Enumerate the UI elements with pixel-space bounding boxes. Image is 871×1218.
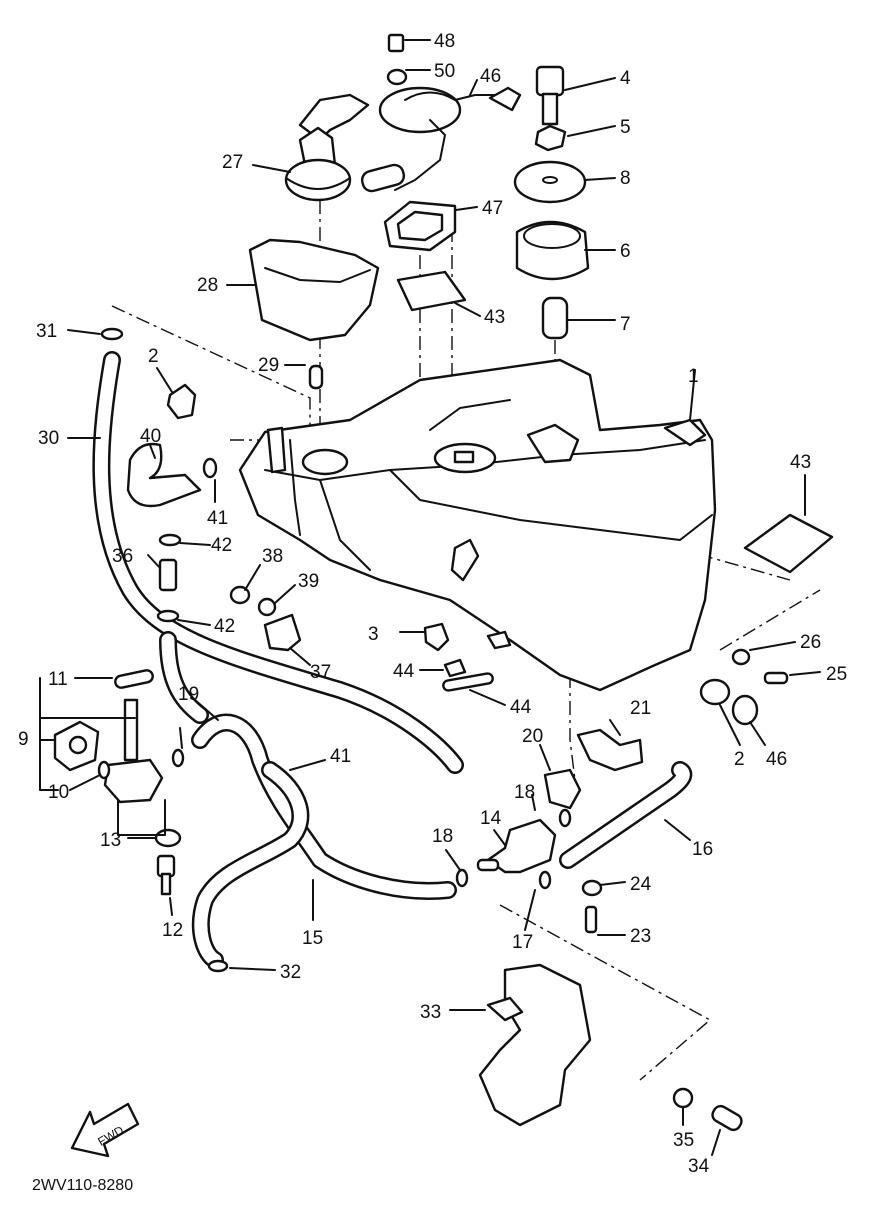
callout-6: 6 xyxy=(620,241,631,262)
callout-16: 16 xyxy=(692,839,713,860)
callout-32: 33 xyxy=(420,1002,441,1023)
forward-arrow-icon: FWD xyxy=(70,1102,140,1158)
callout-5: 5 xyxy=(620,117,631,138)
callout-33: 34 xyxy=(688,1156,710,1177)
callout-7: 7 xyxy=(620,314,631,335)
callout-50: 50 xyxy=(434,61,455,82)
callout-41-lower: 42 xyxy=(211,535,232,556)
callout-8: 8 xyxy=(620,168,631,189)
callout-35: 36 xyxy=(112,546,133,567)
fuel-petcock xyxy=(53,669,182,896)
callout-2-right: 2 xyxy=(734,749,745,770)
callout-49: 48 xyxy=(434,31,455,52)
fuel-pump xyxy=(478,963,743,1132)
callout-39: 40 xyxy=(140,426,161,447)
leader-lines xyxy=(39,39,821,1156)
callout-22: 23 xyxy=(630,926,651,947)
callout-10: 10 xyxy=(48,782,69,803)
seat-bracket xyxy=(248,238,380,390)
callout-29: 30 xyxy=(38,428,59,449)
callout-18-left: 18 xyxy=(432,826,453,847)
callout-13: 13 xyxy=(100,830,121,851)
callout-43-top: 43 xyxy=(484,307,505,328)
alignment-lines xyxy=(111,200,821,1081)
tank-mount-cushions xyxy=(513,65,590,340)
callout-31: 32 xyxy=(280,962,301,983)
callout-37: 38 xyxy=(262,546,283,567)
fuel-tank-body xyxy=(238,358,717,692)
fuel-pump-bracket xyxy=(360,86,522,193)
callout-21: 21 xyxy=(630,698,651,719)
callout-18-right: 18 xyxy=(514,782,535,803)
callout-3: 3 xyxy=(368,624,379,645)
callout-25: 26 xyxy=(800,632,821,653)
callout-labels: 48 50 46 4 5 8 47 6 43 7 27 28 29 31 2 1… xyxy=(18,31,847,1177)
callout-19: 19 xyxy=(178,684,199,705)
callout-11: 11 xyxy=(48,669,68,690)
callout-42-label: 42 xyxy=(214,616,235,637)
callout-24: 25 xyxy=(826,664,847,685)
drawing-code: 2WV110-8280 xyxy=(32,1177,133,1194)
callout-40: 41 xyxy=(330,746,351,767)
callout-12: 12 xyxy=(162,920,183,941)
fuel-cap-assembly xyxy=(284,33,408,202)
callout-45: 44 xyxy=(393,661,415,682)
callout-47: 46 xyxy=(480,66,501,87)
callout-36: 37 xyxy=(310,662,331,683)
hoses xyxy=(92,351,693,969)
callout-44-label: 44 xyxy=(510,697,532,718)
callout-23: 24 xyxy=(630,874,652,895)
callout-41-upper: 41 xyxy=(207,508,228,529)
callout-26: 27 xyxy=(222,152,243,173)
callout-30: 31 xyxy=(36,321,57,342)
callout-14: 14 xyxy=(480,808,502,829)
callout-15: 15 xyxy=(302,928,323,949)
callout-2-top: 2 xyxy=(148,346,159,367)
callout-1: 1 xyxy=(688,366,699,387)
callout-20: 20 xyxy=(522,726,543,747)
callout-4: 4 xyxy=(620,68,631,89)
callout-46-label: 46 xyxy=(766,749,787,770)
callout-43-right: 43 xyxy=(790,452,811,473)
callout-17: 17 xyxy=(512,932,533,953)
callout-38: 39 xyxy=(298,571,319,592)
callout-27: 28 xyxy=(197,275,218,296)
callout-9: 9 xyxy=(18,729,29,750)
gasket-and-plate xyxy=(383,200,834,574)
callout-28: 29 xyxy=(258,355,279,376)
callout-48: 47 xyxy=(482,198,503,219)
fuel-filter xyxy=(476,728,644,874)
callout-34: 35 xyxy=(673,1130,694,1151)
clips-and-fittings xyxy=(100,327,789,973)
